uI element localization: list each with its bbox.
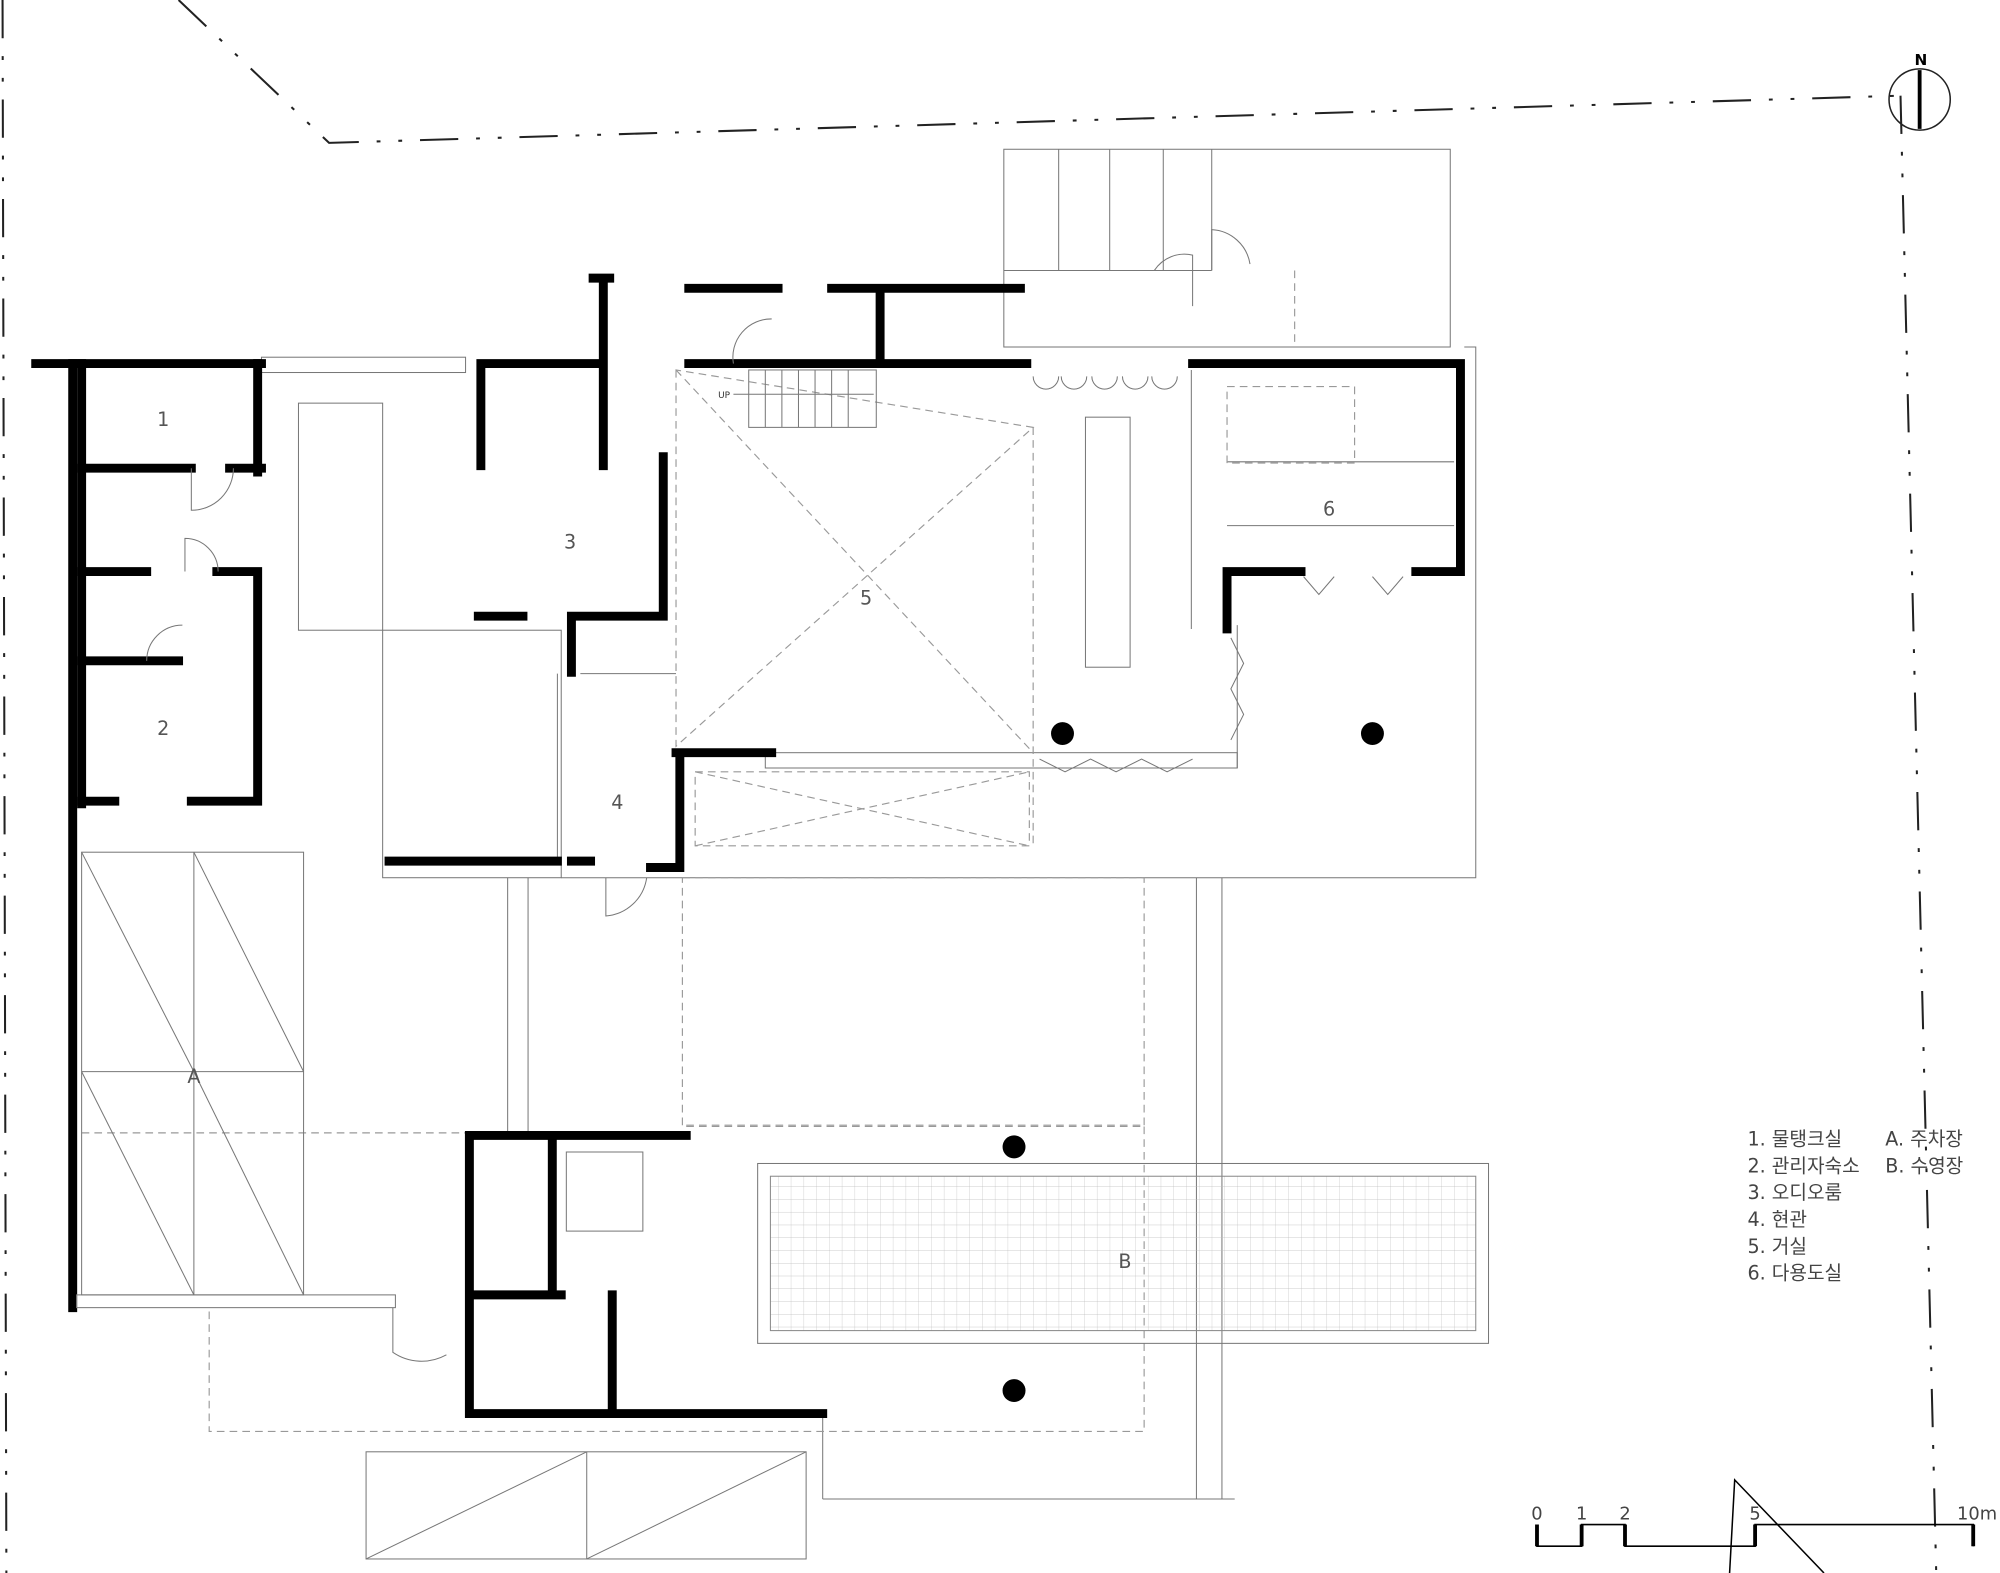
room-label-1: 1 [157,408,169,431]
swimming-pool [757,1162,1490,1344]
north-arrow-icon: N [1888,51,1952,131]
columns [1002,722,1384,1403]
room-label-4: 4 [611,791,623,814]
scale-label: 0 [1531,1503,1542,1524]
legend-item: 4. 현관 [1747,1208,1807,1231]
room-label-3: 3 [564,531,576,554]
scale-label: 10m [1957,1503,1997,1524]
scale-label: 2 [1619,1503,1630,1524]
legend-item: 2. 관리자숙소 [1747,1154,1859,1177]
parking-bottom [365,1451,807,1560]
column [1051,722,1074,746]
legend-item: 5. 거실 [1747,1235,1807,1258]
legend-item: 1. 물탱크실 [1747,1128,1842,1151]
column [1002,1379,1026,1403]
scale-label: 1 [1576,1503,1587,1524]
scale-label: 5 [1749,1503,1760,1524]
room-label-2: 2 [157,717,169,740]
room-label-5: 5 [860,587,872,610]
legend-item: B. 수영장 [1885,1154,1963,1177]
legend-item: A. 주차장 [1885,1128,1963,1151]
stairs: UP [718,369,877,428]
column [1360,722,1384,746]
room-labels: 1 2 3 4 5 6 A B [157,408,1335,1273]
property-line [1,0,1938,1573]
legend: 1. 물탱크실 2. 관리자숙소 3. 오디오룸 4. 현관 5. 거실 6. … [1747,1128,1963,1285]
walls [31,273,1465,1418]
room-label-6: 6 [1323,497,1335,520]
room-label-a: A [187,1065,200,1088]
legend-item: 3. 오디오룸 [1747,1181,1842,1204]
column [1002,1135,1026,1159]
doors [146,229,1404,1362]
parking-a [76,851,396,1309]
stair-up-label: UP [718,391,731,401]
north-label: N [1915,51,1928,69]
legend-item: 6. 다용도실 [1747,1262,1842,1285]
scale-bar: 0 1 2 5 10m [1531,1478,1997,1573]
room-label-b: B [1118,1250,1131,1273]
